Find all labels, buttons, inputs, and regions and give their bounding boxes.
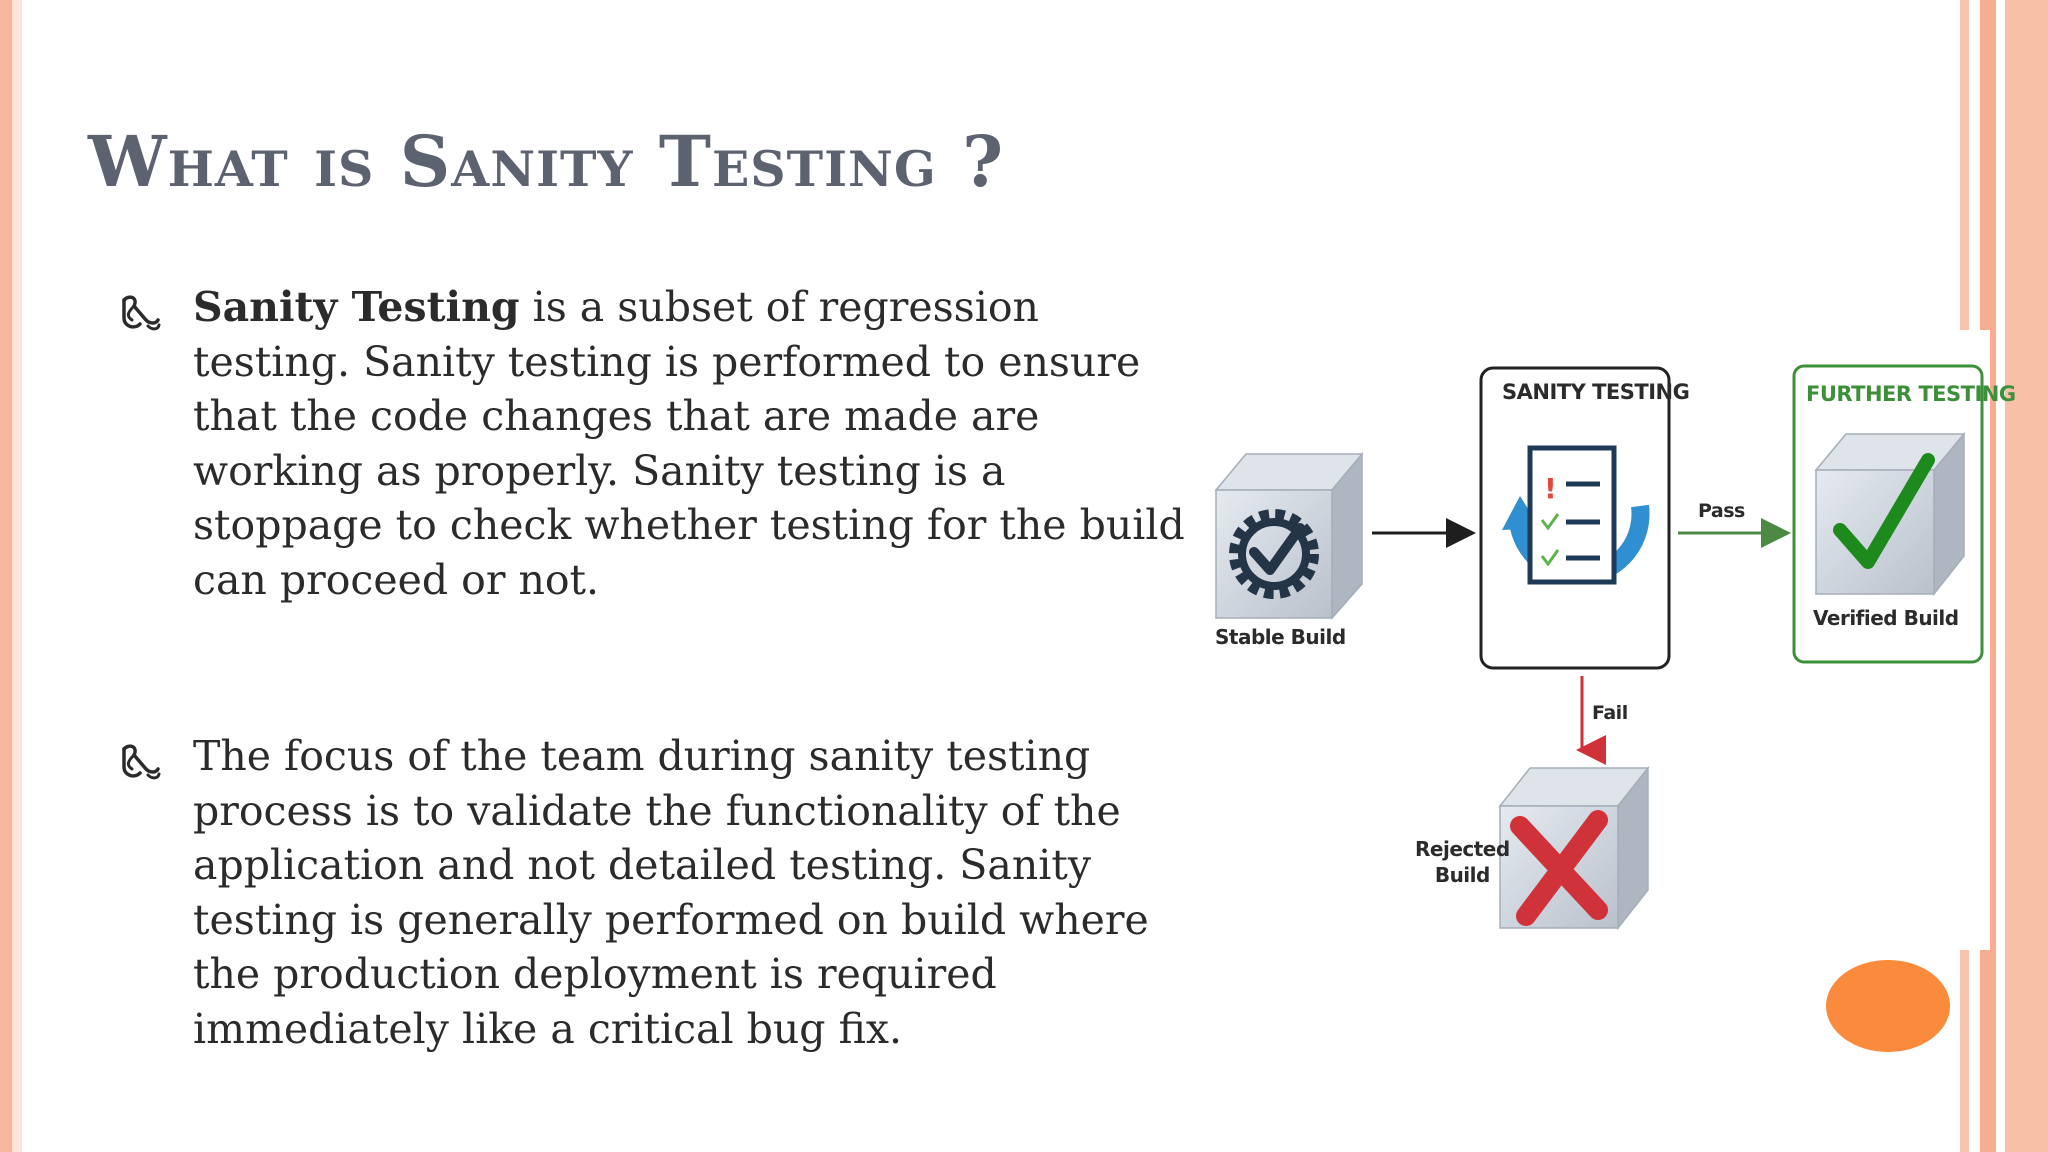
bullet-text: The focus of the team during sanity test… xyxy=(193,732,1149,1053)
green-check-icon xyxy=(1833,453,1935,569)
bullet-item: The focus of the team during sanity test… xyxy=(118,729,1188,1056)
rejected-build-label: Rejected Build xyxy=(1415,836,1510,888)
rejected-label-line: Build xyxy=(1434,863,1491,887)
fail-label: Fail xyxy=(1592,702,1628,724)
verified-build-label: Verified Build xyxy=(1813,606,1959,630)
pass-label: Pass xyxy=(1698,500,1745,522)
left-border-stripe xyxy=(0,0,12,1152)
left-border-stripe-light xyxy=(12,0,22,1152)
stable-build-cube xyxy=(1214,451,1364,620)
svg-text:!: ! xyxy=(1544,472,1557,505)
gear-check-icon xyxy=(1229,509,1319,599)
bullet-text: is a subset of regression testing. Sanit… xyxy=(193,283,1185,604)
bullet-item: Sanity Testing is a subset of regression… xyxy=(118,280,1188,607)
sanity-testing-label: SANITY TESTING xyxy=(1502,380,1690,404)
rejected-label-line: Rejected xyxy=(1415,837,1510,861)
diagram-graphics: ! xyxy=(1214,364,1984,931)
slide-title: What is Sanity Testing ? xyxy=(88,120,1005,203)
feather-scroll-icon xyxy=(122,744,161,780)
bullet-list: Sanity Testing is a subset of regression… xyxy=(118,280,1188,1056)
checklist-cycle-icon: ! xyxy=(1502,445,1650,585)
sanity-testing-diagram: ! xyxy=(1200,330,2016,950)
stable-build-label: Stable Build xyxy=(1215,625,1346,649)
red-x-icon xyxy=(1510,810,1608,926)
decorative-orange-circle xyxy=(1826,960,1950,1052)
further-testing-label: FURTHER TESTING xyxy=(1806,382,2016,406)
feather-scroll-icon xyxy=(122,295,161,331)
right-border-stripe-3 xyxy=(2005,0,2048,1152)
bullet-strong-text: Sanity Testing xyxy=(193,283,520,331)
